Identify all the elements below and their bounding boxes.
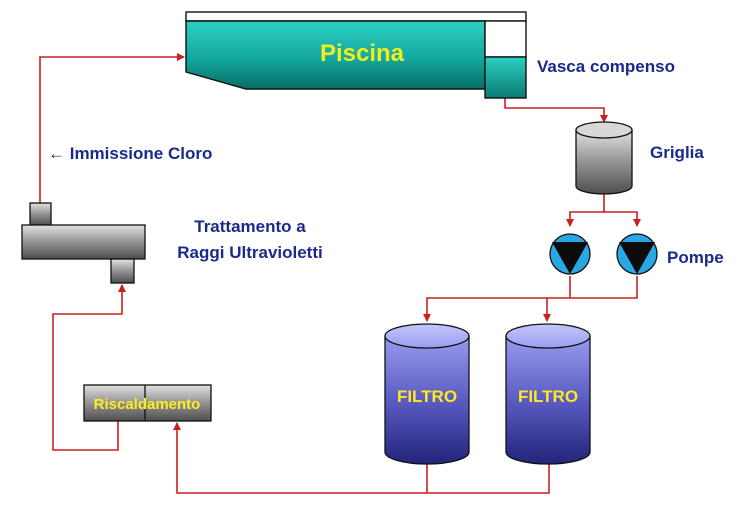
uv-label-line1: Trattamento a	[194, 217, 306, 236]
pipe-pump2-down	[423, 276, 638, 322]
uv-top-nozzle	[29, 202, 52, 226]
heating-unit: Riscaldamento	[83, 384, 212, 422]
cylinder-icon	[575, 121, 633, 195]
uv-label-line2: Raggi Ultravioletti	[177, 243, 322, 262]
pump-triangle-icon	[616, 233, 658, 275]
pool-tank: Piscina	[185, 11, 527, 99]
balance-tank-label: Vasca compenso	[537, 57, 675, 76]
pipe-tank-to-grate	[504, 98, 608, 123]
balance-tank-water	[484, 56, 527, 99]
pool-body	[185, 20, 486, 90]
filter-cylinder-icon: FILTRO	[384, 323, 470, 465]
filter-cylinder-icon: FILTRO	[505, 323, 591, 465]
pipe-heating-to-uv	[52, 284, 126, 451]
filter-1-label: FILTRO	[397, 387, 457, 406]
pool-title: Piscina	[320, 40, 405, 67]
uv-body	[21, 224, 146, 260]
chlorine-input-label: ← Immissione Cloro	[48, 144, 212, 163]
heating-label: Riscaldamento	[94, 396, 201, 413]
uv-reactor-icon	[21, 202, 146, 284]
grate-label: Griglia	[650, 143, 704, 162]
pool-top-strip	[185, 11, 527, 22]
pipe-grate-split	[566, 194, 605, 227]
filter-2-label: FILTRO	[518, 387, 578, 406]
pipe-filter2-out	[173, 422, 550, 494]
pipe-uv-to-pool	[39, 53, 185, 203]
pipe-grate-split-right	[604, 211, 641, 227]
balance-tank-empty	[484, 20, 527, 58]
pumps-label: Pompe	[667, 248, 724, 267]
uv-bottom-nozzle	[110, 258, 135, 284]
pump-triangle-icon	[549, 233, 591, 275]
pipes	[39, 53, 641, 494]
